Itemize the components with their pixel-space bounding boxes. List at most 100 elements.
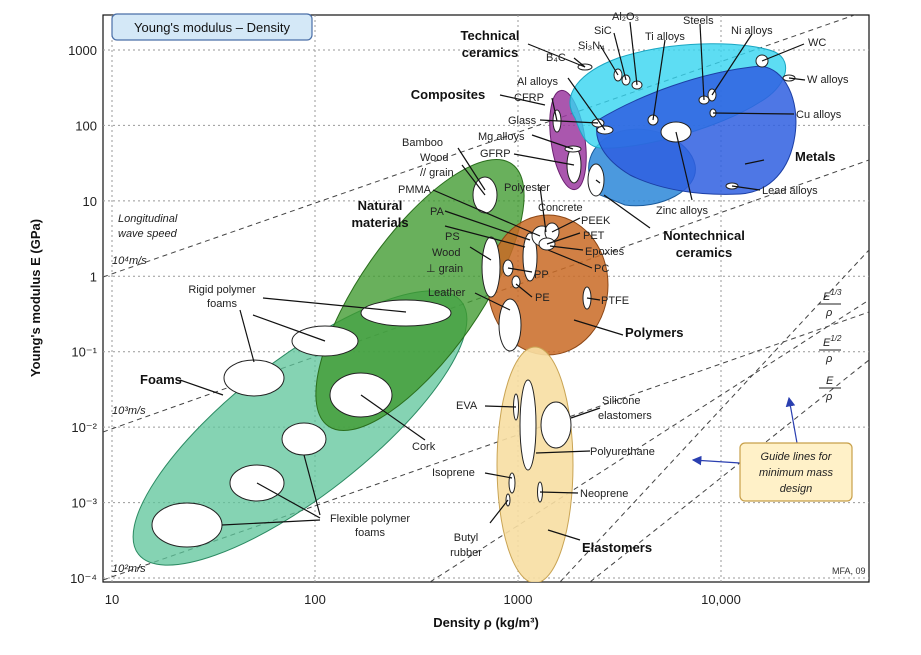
leader-lines — [179, 21, 806, 541]
y-tick-label: 10⁻² — [71, 420, 97, 435]
pe-label: PE — [535, 292, 550, 304]
guide-e12-line — [429, 299, 869, 582]
guide-e13-line — [559, 249, 869, 582]
rigid-foams-label-2: foams — [207, 298, 237, 310]
natural-materials-label-2: materials — [351, 215, 408, 230]
ptfe-label: PTFE — [601, 295, 629, 307]
pp-label: PP — [534, 269, 549, 281]
leather-bubble — [498, 298, 522, 352]
flexible-foams-label-1: Flexible polymer — [330, 513, 410, 525]
isoprene-label: Isoprene — [432, 467, 475, 479]
composites-label: Composites — [411, 87, 485, 102]
wood-parallel-label-1: Wood — [420, 152, 449, 164]
b4c-label: B₄C — [546, 52, 566, 64]
y-tick-label: 1 — [90, 269, 97, 284]
y-tick-label: 10⁻¹ — [71, 345, 97, 360]
x-tick-label: 10 — [105, 592, 119, 607]
isoprene-bubble — [508, 472, 516, 494]
guide-box-line-1: Guide lines for — [761, 451, 833, 463]
polyurethane-bubble — [519, 379, 537, 471]
silicone-label-2: elastomers — [598, 410, 652, 422]
cu-alloys-label: Cu alloys — [796, 109, 842, 121]
formula-e-den: ρ — [825, 391, 832, 403]
guide-box-arrows — [691, 396, 798, 466]
wave-speed-title-1: Longitudinal — [118, 213, 178, 225]
material-labels: Al₂O₃ SiC Si₃N₄ B₄C Steels Ni alloys Ti … — [188, 11, 849, 559]
technical-ceramics-label-1: Technical — [460, 28, 519, 43]
wood-parallel-label-2: // grain — [420, 167, 454, 179]
guide-e-line — [589, 359, 869, 582]
formula-e-num: E — [826, 375, 834, 387]
silicone-bubble — [540, 401, 572, 449]
epoxies-label: Epoxies — [585, 246, 625, 258]
polyester-label: Polyester — [504, 182, 550, 194]
flexible-foam-bubble-3 — [151, 502, 223, 548]
guide-box-line-2: minimum mass — [759, 467, 833, 479]
y-tick-label: 10⁻³ — [71, 496, 97, 511]
peek-label: PEEK — [581, 215, 611, 227]
credit-label: MFA, 09 — [832, 566, 866, 576]
butyl-label-1: Butyl — [454, 532, 478, 544]
ni-alloys-label: Ni alloys — [731, 25, 773, 37]
y-tick-label: 10⁻⁴ — [70, 571, 97, 586]
x-tick-labels: 10 100 1000 10,000 — [105, 592, 741, 607]
technical-ceramics-label-2: ceramics — [462, 45, 518, 60]
wc-label: WC — [808, 37, 826, 49]
polymers-label: Polymers — [625, 325, 684, 340]
lead-alloys-label: Lead alloys — [762, 185, 818, 197]
concrete-label: Concrete — [538, 202, 583, 214]
flexible-foams-label-2: foams — [355, 527, 385, 539]
rigid-foam-bubble-1 — [360, 299, 452, 327]
y-tick-label: 100 — [75, 118, 97, 133]
wood-perp-bubble — [481, 236, 501, 298]
formula-e13-den: ρ — [825, 307, 832, 319]
y-tick-label: 10 — [83, 194, 97, 209]
guide-box — [739, 442, 853, 502]
pa-label: PA — [430, 206, 445, 218]
guide-box-line-3: design — [780, 483, 812, 495]
eva-label: EVA — [456, 400, 478, 412]
formula-e12-den: ρ — [825, 353, 832, 365]
steels-label: Steels — [683, 15, 714, 27]
glass-label: Glass — [508, 115, 537, 127]
y-axis-label: Young's modulus E (GPa) — [28, 219, 43, 377]
ti-alloys-label: Ti alloys — [645, 31, 685, 43]
zinc-alloys-label: Zinc alloys — [656, 205, 708, 217]
metals-envelope — [596, 65, 797, 195]
elastomers-label: Elastomers — [582, 540, 652, 555]
ps-label: PS — [445, 231, 460, 243]
w-alloys-label: W alloys — [807, 74, 849, 86]
wood-perp-label-1: Wood — [432, 247, 461, 259]
flexible-foam-bubble-1 — [281, 422, 327, 456]
nontechnical-ceramics-label-2: ceramics — [676, 245, 732, 260]
y-tick-label: 1000 — [68, 43, 97, 58]
title-box — [111, 13, 313, 41]
pmma-label: PMMA — [398, 184, 432, 196]
x-axis-label: Density ρ (kg/m³) — [433, 615, 539, 630]
x-tick-label: 1000 — [504, 592, 533, 607]
x-tick-label: 100 — [304, 592, 326, 607]
pa-bubble — [522, 232, 538, 282]
y-tick-labels: 1000 100 10 1 10⁻¹ 10⁻² 10⁻³ 10⁻⁴ — [68, 43, 98, 586]
gfrp-label: GFRP — [480, 148, 511, 160]
cork-label: Cork — [412, 441, 436, 453]
sic-label: SiC — [594, 25, 612, 37]
neoprene-label: Neoprene — [580, 488, 628, 500]
foams-label: Foams — [140, 372, 182, 387]
wave-speed-1e4-label: 10⁴m/s — [112, 255, 147, 267]
mg-alloys-label: Mg alloys — [478, 131, 525, 143]
rigid-foams-label-1: Rigid polymer — [188, 284, 256, 296]
wood-perp-label-2: ⊥ grain — [426, 263, 463, 275]
polyurethane-label: Polyurethane — [590, 446, 655, 458]
natural-materials-label-1: Natural — [358, 198, 403, 213]
wave-speed-title-2: wave speed — [118, 228, 178, 240]
leather-label: Leather — [428, 287, 466, 299]
cfrp-label: CFRP — [514, 92, 544, 104]
butyl-label-2: rubber — [450, 547, 482, 559]
silicone-label-1: Silicone — [602, 395, 641, 407]
x-tick-label: 10,000 — [701, 592, 741, 607]
natural-materials-envelope — [315, 158, 525, 432]
nontechnical-ceramics-label-1: Nontechnical — [663, 228, 745, 243]
